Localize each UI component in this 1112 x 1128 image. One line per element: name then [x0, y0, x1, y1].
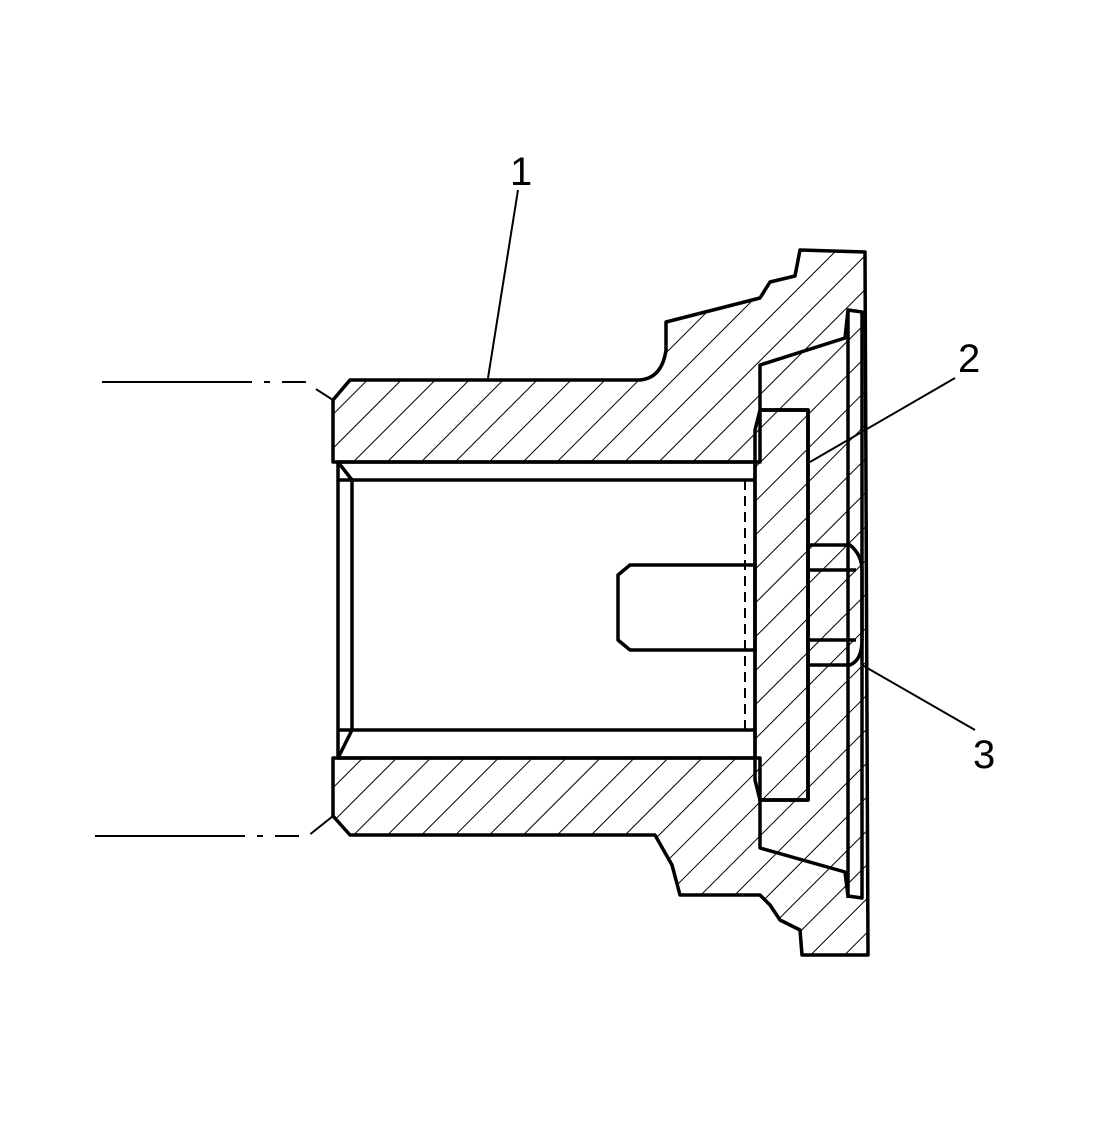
- leader-lines: [487, 189, 976, 731]
- washer-plate-section: [753, 408, 810, 802]
- label-part-3: 3: [973, 733, 995, 777]
- threaded-stud: [616, 563, 757, 652]
- label-part-2: 2: [958, 337, 980, 381]
- nut: [806, 543, 864, 667]
- label-part-1: 1: [510, 150, 532, 194]
- housing-bore: [336, 460, 757, 760]
- shaft-phantom-lines: [95, 381, 334, 837]
